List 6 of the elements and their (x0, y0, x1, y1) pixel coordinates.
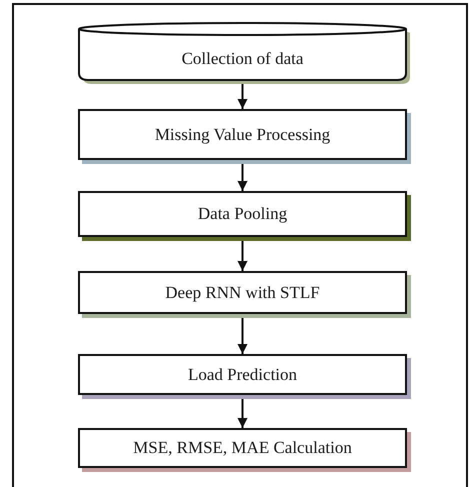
step-label: Load Prediction (188, 364, 298, 384)
step-label: Data Pooling (198, 204, 288, 224)
step-label: MSE, RMSE, MAE Calculation (133, 438, 352, 458)
step-label: Deep RNN with STLF (165, 282, 320, 302)
step-label: Collection of data (182, 48, 304, 68)
step-label: Missing Value Processing (154, 124, 330, 144)
